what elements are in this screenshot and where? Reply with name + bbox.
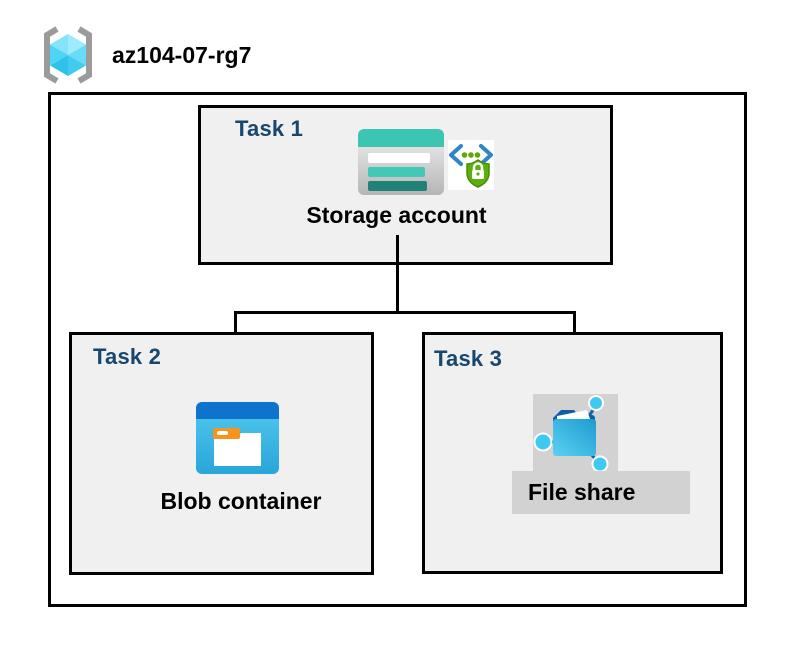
connector-trunk bbox=[396, 235, 399, 314]
resource-group-icon bbox=[40, 26, 96, 84]
storage-account-label: Storage account bbox=[306, 202, 487, 228]
task-box-2: Task 2 Blob container bbox=[69, 332, 374, 575]
storage-account-icon bbox=[358, 129, 444, 195]
task-box-3: Task 3 File share bbox=[422, 332, 723, 574]
connector-branch-horizontal bbox=[234, 311, 576, 314]
task-label: Task 3 bbox=[434, 346, 503, 371]
secure-endpoint-icon bbox=[448, 140, 494, 190]
file-share-label: File share bbox=[528, 479, 636, 505]
task-label: Task 2 bbox=[93, 344, 162, 369]
file-share-label-background: File share bbox=[512, 471, 690, 514]
resource-group-name: az104-07-rg7 bbox=[112, 42, 252, 68]
task-label: Task 1 bbox=[235, 116, 304, 141]
file-share-icon bbox=[533, 395, 609, 473]
file-share-icon-background bbox=[533, 394, 618, 473]
blob-container-icon bbox=[196, 402, 279, 474]
blob-container-label: Blob container bbox=[160, 488, 322, 514]
task-box-1: Task 1 bbox=[198, 105, 613, 265]
